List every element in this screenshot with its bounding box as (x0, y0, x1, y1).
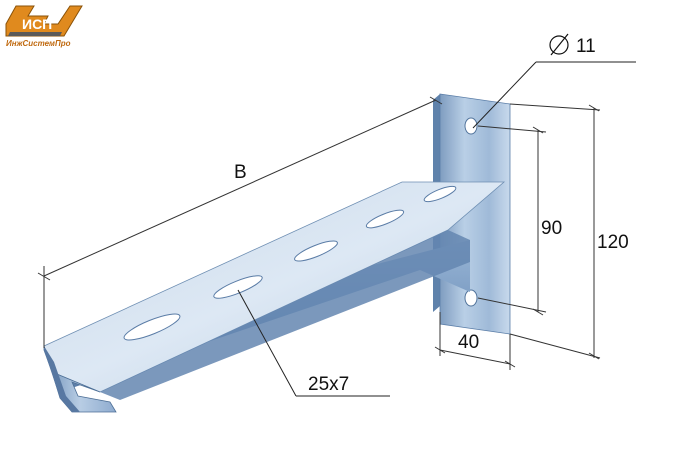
slot (423, 185, 457, 203)
hole-diameter-value: 11 (576, 36, 596, 57)
brand-logo: ИСП ИнжСистемПро (5, 5, 83, 48)
slot-size-label: 25x7 (308, 374, 349, 395)
hole-spacing-dimension: 90 (477, 125, 562, 316)
lower-mounting-hole (464, 289, 478, 307)
hole-diameter-callout: 11 (472, 33, 636, 129)
length-dimension: B (37, 96, 443, 348)
slot (365, 209, 405, 229)
brand-name: ИнжСистемПро (6, 39, 71, 48)
arm-front-end (44, 346, 80, 412)
arm-inner-shadow (100, 230, 470, 400)
length-label: B (234, 162, 247, 183)
plate-height-dimension: 120 (509, 103, 629, 360)
logo-shadow-icon (8, 32, 62, 36)
plate-height-label: 120 (597, 232, 629, 253)
logo-emblem-icon (5, 5, 83, 37)
logo-letters: ИСП (22, 16, 52, 32)
slot (294, 240, 338, 262)
slot (213, 275, 263, 299)
upper-mounting-hole (464, 117, 478, 135)
hole-spacing-label: 90 (541, 218, 562, 239)
diameter-symbol-icon (549, 35, 569, 55)
diameter-slash (550, 33, 569, 56)
slot-row (123, 185, 457, 341)
plate-width-label: 40 (458, 332, 479, 353)
slot (123, 313, 181, 341)
plate-width-dimension: 40 (434, 312, 516, 370)
slot-size-callout: 25x7 (237, 289, 390, 397)
